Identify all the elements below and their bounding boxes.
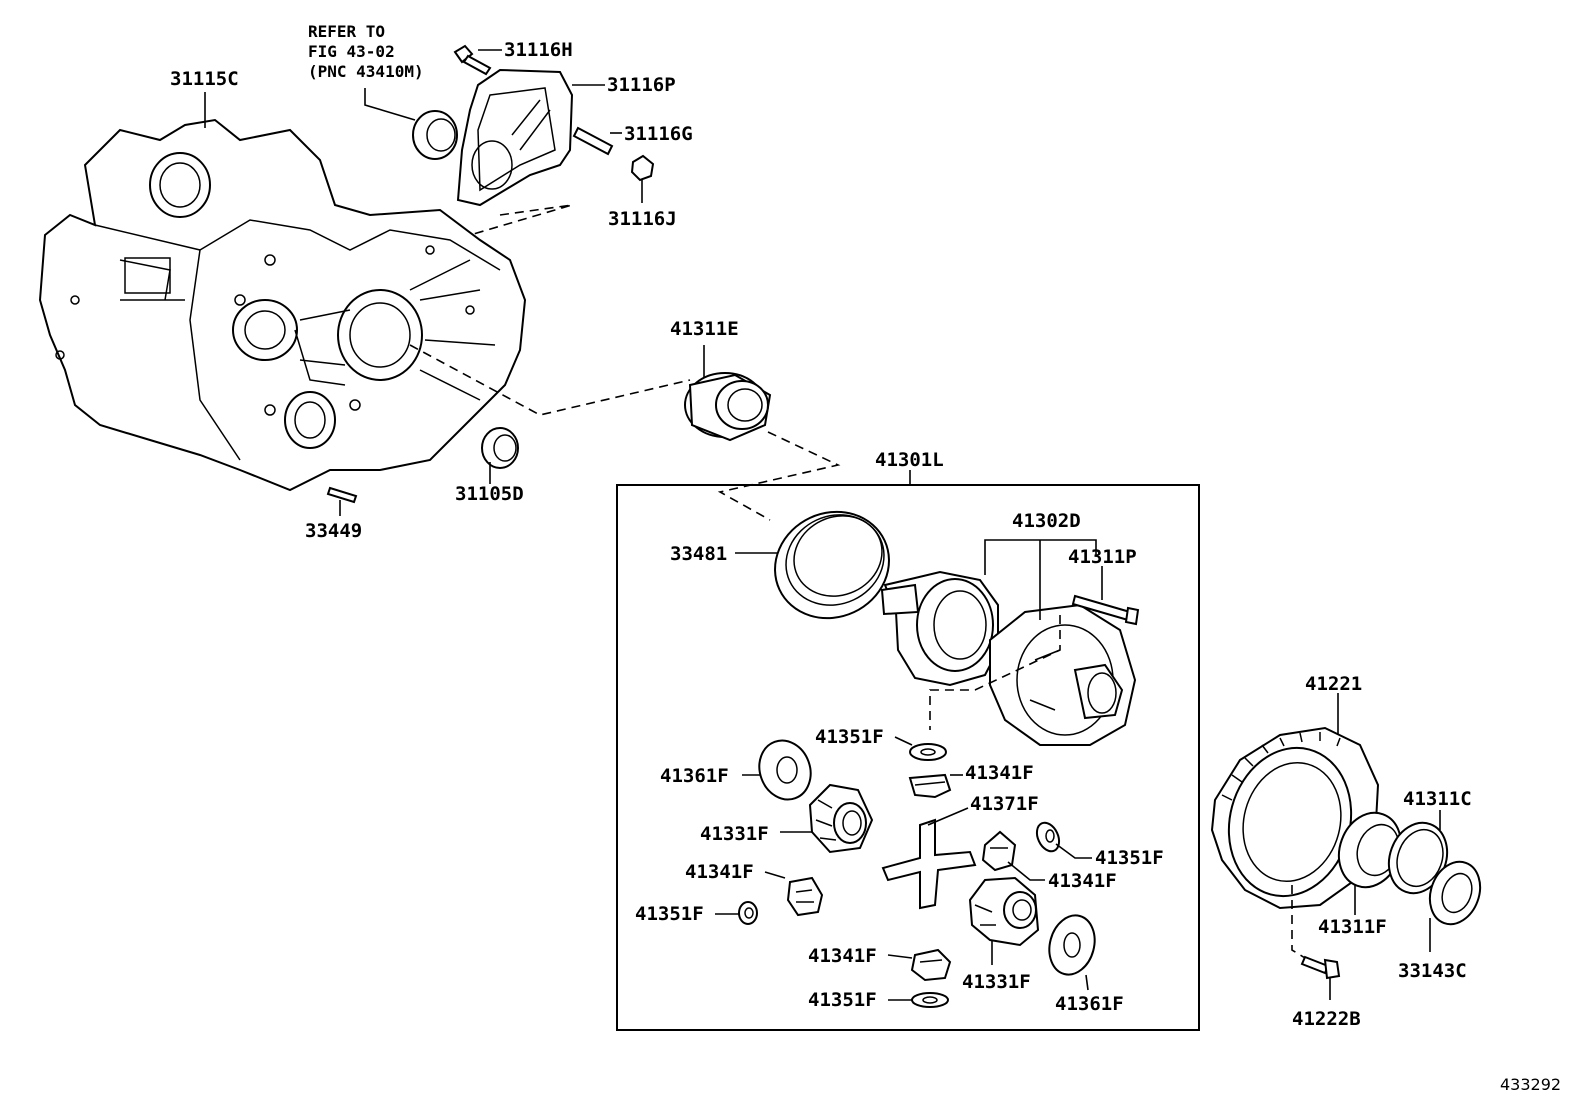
refer-note-line1: REFER TO xyxy=(308,22,385,41)
label-41341F-b: 41341F xyxy=(1048,870,1117,892)
label-41331F-a: 41331F xyxy=(700,823,769,845)
label-41331F-b: 41331F xyxy=(962,971,1031,993)
washer-41351F-a-part[interactable] xyxy=(909,743,947,761)
transaxle-case-part[interactable] xyxy=(38,118,527,492)
pinion-shaft-41371F-part[interactable] xyxy=(881,818,977,910)
figure-id: 433292 xyxy=(1500,1075,1561,1094)
label-33481: 33481 xyxy=(670,543,727,565)
label-31105D: 31105D xyxy=(455,483,524,505)
washer-41351F-b-part[interactable] xyxy=(1033,819,1064,855)
label-41311F: 41311F xyxy=(1318,916,1387,938)
label-41311P: 41311P xyxy=(1068,546,1137,568)
bolt-31116H-part[interactable] xyxy=(453,44,492,76)
label-41371F: 41371F xyxy=(970,793,1039,815)
label-41301L: 41301L xyxy=(875,449,944,471)
label-41351F-a: 41351F xyxy=(815,726,884,748)
label-41351F-b: 41351F xyxy=(1095,847,1164,869)
refer-note-line2: FIG 43-02 xyxy=(308,42,395,61)
pin-33449-part[interactable] xyxy=(326,486,358,504)
label-33143C: 33143C xyxy=(1398,960,1467,982)
pinion-41341F-d-part[interactable] xyxy=(910,948,952,982)
label-41311E: 41311E xyxy=(670,318,739,340)
label-31116H: 31116H xyxy=(504,39,573,61)
label-31116J: 31116J xyxy=(608,208,677,230)
label-33449: 33449 xyxy=(305,520,362,542)
refer-note-line3: (PNC 43410M) xyxy=(308,62,424,81)
nut-31116J-part[interactable] xyxy=(630,154,655,182)
label-41221: 41221 xyxy=(1305,673,1362,695)
label-41361F-b: 41361F xyxy=(1055,993,1124,1015)
side-gear-41331F-b-part[interactable] xyxy=(968,876,1040,947)
label-41341F-c: 41341F xyxy=(685,861,754,883)
label-31116P: 31116P xyxy=(607,74,676,96)
label-41222B: 41222B xyxy=(1292,1008,1361,1030)
oil-seal-33143C-part[interactable] xyxy=(1422,855,1489,932)
bolt-41222B-part[interactable] xyxy=(1300,955,1341,980)
label-41351F-c: 41351F xyxy=(635,903,704,925)
thrust-washer-41361F-b-part[interactable] xyxy=(1043,910,1101,979)
label-41351F-d: 41351F xyxy=(808,989,877,1011)
label-41341F-a: 41341F xyxy=(965,762,1034,784)
ring-33481-part[interactable] xyxy=(757,493,906,636)
pinion-41341F-a-part[interactable] xyxy=(908,773,952,799)
case-cover-part[interactable] xyxy=(456,68,574,207)
bolt-41311P-part[interactable] xyxy=(1071,594,1140,626)
side-gear-41331F-a-part[interactable] xyxy=(808,783,874,854)
oil-seal-31105D-part[interactable] xyxy=(481,427,519,469)
stud-31116G-part[interactable] xyxy=(572,126,614,156)
thrust-washer-41361F-a-part[interactable] xyxy=(751,733,819,806)
label-41361F-a: 41361F xyxy=(660,765,729,787)
oil-seal-refer-part[interactable] xyxy=(412,110,458,160)
washer-41351F-c-part[interactable] xyxy=(738,901,758,925)
label-41341F-d: 41341F xyxy=(808,945,877,967)
label-41302D: 41302D xyxy=(1012,510,1081,532)
differential-assy-box xyxy=(616,484,1200,1031)
washer-41351F-d-part[interactable] xyxy=(911,992,949,1008)
label-31116G: 31116G xyxy=(624,123,693,145)
label-31115C: 31115C xyxy=(170,68,239,90)
label-41311C: 41311C xyxy=(1403,788,1472,810)
differential-case-part[interactable] xyxy=(880,570,1137,746)
pinion-41341F-c-part[interactable] xyxy=(786,876,824,917)
bearing-41311E-part[interactable] xyxy=(684,372,772,442)
